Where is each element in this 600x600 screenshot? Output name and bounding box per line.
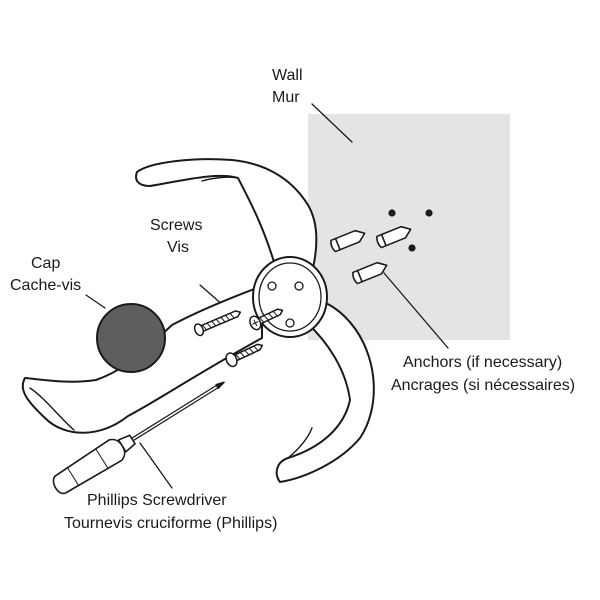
screw-3 — [225, 343, 264, 368]
wall-holes — [388, 209, 433, 252]
mount-hole-left — [267, 281, 277, 291]
cap-leader — [85, 294, 106, 309]
anchors-label-fr: Ancrages (si nécessaires) — [391, 377, 575, 394]
anchor-3 — [352, 261, 388, 285]
screwdriver-leader — [139, 442, 173, 489]
screwdriver-label-fr: Tournevis cruciforme (Phillips) — [64, 515, 277, 532]
screws-label-fr: Vis — [167, 239, 189, 256]
anchors-label-en: Anchors (if necessary) — [403, 354, 562, 371]
anchors — [330, 225, 412, 285]
mount-hole-top — [294, 281, 304, 291]
anchor-1 — [330, 229, 366, 253]
screwdriver-handle — [52, 438, 126, 495]
cap-label-en: Cap — [31, 255, 60, 272]
wall-panel — [308, 114, 510, 340]
wall-label-fr: Mur — [272, 89, 300, 106]
wall-label-en: Wall — [272, 67, 303, 84]
screwdriver — [52, 381, 225, 495]
screws-label-en: Screws — [150, 217, 202, 234]
screw-1 — [193, 310, 242, 337]
leader-lines — [85, 103, 449, 489]
mount-hole-bottom — [285, 318, 295, 328]
screwdriver-label-en: Phillips Screwdriver — [87, 492, 227, 509]
mounting-disc — [252, 256, 328, 338]
screws — [193, 308, 284, 368]
holder-arm-upper — [135, 158, 318, 273]
screw-2 — [249, 308, 284, 331]
holder-arm-right — [275, 299, 375, 483]
cap-disc — [96, 303, 166, 373]
cap-label-fr: Cache-vis — [10, 277, 81, 294]
anchor-2 — [376, 225, 412, 249]
anchors-leader — [383, 272, 449, 349]
wall-leader — [311, 103, 353, 143]
